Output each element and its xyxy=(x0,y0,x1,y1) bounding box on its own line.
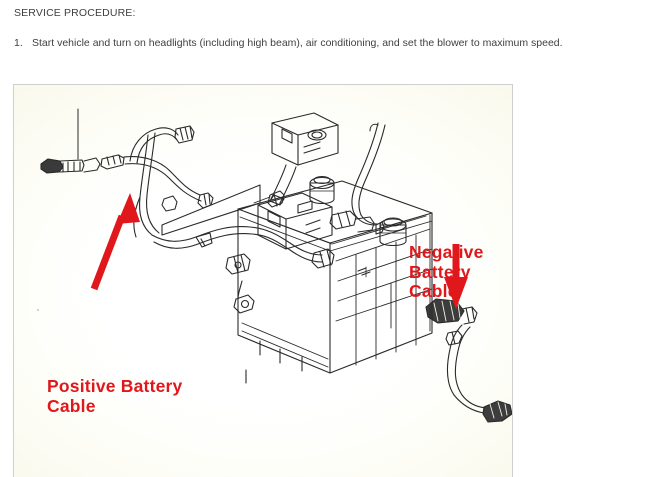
positive-cable-arrow xyxy=(90,193,140,291)
negative-cable-arrow xyxy=(444,244,468,309)
callout-positive-line1: Positive Battery xyxy=(47,376,183,396)
wiring-harness-group xyxy=(40,108,375,314)
list-item: 1. Start vehicle and turn on headlights … xyxy=(14,36,639,50)
callout-negative-line2: Battery xyxy=(409,261,471,282)
callout-negative-battery-cable: Negative Battery Cable xyxy=(409,242,512,302)
battery-cable-diagram xyxy=(37,108,512,423)
page-title: SERVICE PROCEDURE: xyxy=(14,7,136,19)
figure-illustration: Negative Battery Cable Positive Battery … xyxy=(14,85,512,477)
callout-negative-line1: Negative xyxy=(409,242,484,262)
battery-illustration xyxy=(161,175,433,384)
callout-negative-line3: Cable xyxy=(409,281,458,302)
list-item-text: Start vehicle and turn on headlights (in… xyxy=(32,37,563,49)
callout-positive-line2: Cable xyxy=(47,395,96,416)
callout-positive-battery-cable: Positive Battery Cable xyxy=(47,376,247,416)
procedure-list: 1. Start vehicle and turn on headlights … xyxy=(14,36,639,50)
list-item-number: 1. xyxy=(14,37,23,49)
figure-panel: Negative Battery Cable Positive Battery … xyxy=(13,84,513,477)
callout-arrows xyxy=(90,193,468,309)
